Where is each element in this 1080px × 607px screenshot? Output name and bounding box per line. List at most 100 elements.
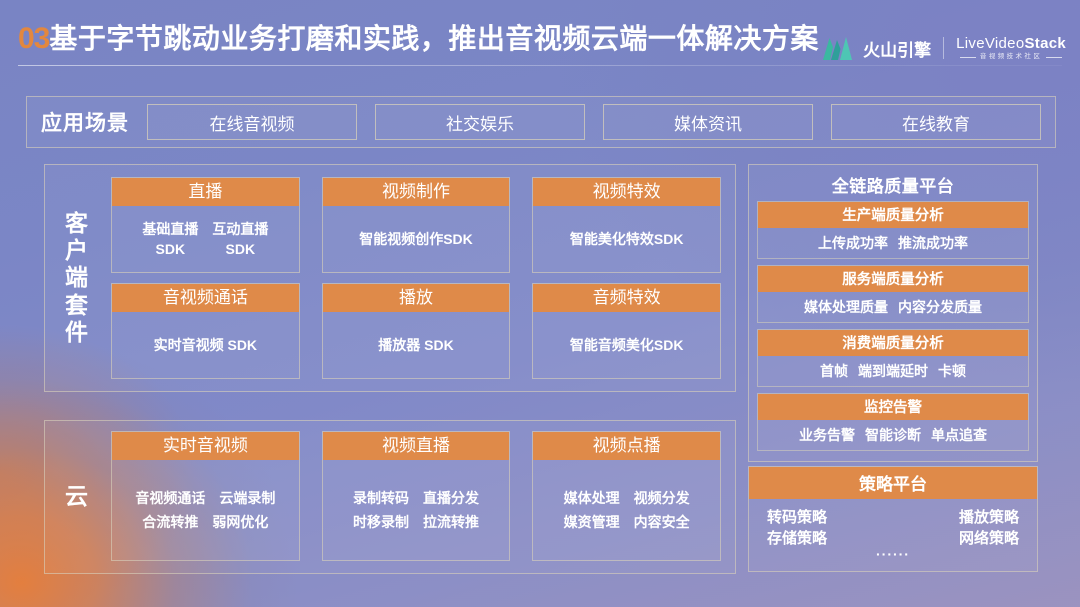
- partner-name-video: Video: [984, 34, 1025, 52]
- card-title: 视频点播: [533, 432, 720, 461]
- tag-push-success-rate: 推流成功率: [898, 235, 968, 251]
- tag-storage-strategy: 存储策略: [767, 530, 828, 547]
- tag-media-processing: 媒体处理: [563, 490, 620, 507]
- strategy-row-1: 转码策略 播放策略: [767, 506, 1019, 527]
- quality-platform-panel: 全链路质量平台 生产端质量分析 上传成功率 推流成功率 服务端质量分析 媒体处理…: [748, 164, 1038, 462]
- quality-platform-title: 全链路质量平台: [831, 177, 955, 196]
- tag-pair-interactive-live: 互动直播 SDK: [212, 219, 268, 260]
- card-video-production[interactable]: 视频制作 智能视频创作SDK: [321, 177, 511, 273]
- tag-rtc-sdk: 实时音视频 SDK: [153, 336, 258, 353]
- brand-divider: [943, 37, 945, 59]
- tag-player-sdk: 播放器 SDK: [378, 336, 454, 353]
- card-audio-effects[interactable]: 音频特效 智能音频美化SDK: [532, 283, 721, 379]
- block-body: 首帧 端到端延时 卡顿: [758, 356, 1028, 386]
- card-title: 视频特效: [533, 178, 720, 207]
- client-label-char-4: 件: [65, 318, 89, 345]
- quality-block-server[interactable]: 服务端质量分析 媒体处理质量 内容分发质量: [757, 265, 1029, 323]
- tag-e2e-latency: 端到端延时: [858, 363, 928, 379]
- tag-single-point-trace: 单点追查: [931, 427, 987, 443]
- card-realtime-av[interactable]: 实时音视频 音视频通话 云端录制 合流转推 弱网优化: [111, 431, 300, 561]
- client-suite-panel: 客 户 端 套 件 直播 基础直播 SDK 互动直播 SDK: [44, 164, 736, 392]
- card-body: 实时音视频 SDK: [112, 312, 299, 378]
- card-title: 音视频通话: [112, 284, 299, 313]
- card-body: 智能美化特效SDK: [533, 206, 720, 272]
- card-row-2: 媒资管理 内容安全: [564, 512, 690, 532]
- card-title: 直播: [112, 178, 299, 207]
- application-scenarios-panel: 应用场景 在线音视频 社交娱乐 媒体资讯 在线教育: [26, 96, 1056, 148]
- card-row-1: 媒体处理 视频分发: [564, 488, 690, 508]
- card-row-1: 音视频通话 云端录制: [135, 488, 275, 508]
- partner-rule-right: [1046, 56, 1063, 58]
- header-divider: [18, 65, 1062, 66]
- tag-media-asset: 媒资管理: [563, 513, 620, 530]
- tag-line-1: 基础直播: [142, 220, 199, 237]
- partner-subtitle: 音视频技术社区: [979, 52, 1043, 60]
- partner-name-stack: Stack: [1024, 34, 1066, 52]
- card-av-call[interactable]: 音视频通话 实时音视频 SDK: [111, 283, 300, 379]
- block-body: 媒体处理质量 内容分发质量: [758, 292, 1028, 322]
- cloud-label-char-0: 云: [65, 483, 89, 510]
- block-body: 上传成功率 推流成功率: [758, 228, 1028, 258]
- card-body: 基础直播 SDK 互动直播 SDK: [112, 206, 299, 272]
- quality-block-production[interactable]: 生产端质量分析 上传成功率 推流成功率: [757, 201, 1029, 259]
- tag-merge-push: 合流转推: [142, 513, 199, 530]
- client-suite-label: 客 户 端 套 件: [45, 165, 109, 391]
- strategy-platform-body: 转码策略 播放策略 存储策略 网络策略 ······: [749, 499, 1037, 571]
- card-body: 智能音频美化SDK: [533, 312, 720, 378]
- tag-line-2: SDK: [225, 241, 256, 258]
- tag-network-strategy: 网络策略: [958, 530, 1019, 547]
- card-playback[interactable]: 播放 播放器 SDK: [321, 283, 511, 379]
- scenario-chip-education[interactable]: 在线教育: [831, 104, 1041, 140]
- scenario-chip-social[interactable]: 社交娱乐: [375, 104, 585, 140]
- scenarios-label: 应用场景: [41, 112, 129, 135]
- tag-audio-beauty-sdk: 智能音频美化SDK: [569, 336, 684, 353]
- client-suite-grid: 直播 基础直播 SDK 互动直播 SDK 视频制作: [109, 165, 735, 391]
- scenario-chip-online-av[interactable]: 在线音视频: [147, 104, 357, 140]
- tag-line-1: 互动直播: [212, 220, 269, 237]
- card-row-1: 录制转码 直播分发: [353, 488, 479, 508]
- brand-lockup: 火山引擎 LiveVideoStack 音视频技术社区: [821, 32, 1066, 64]
- cloud-panel: 云 实时音视频 音视频通话 云端录制 合流转推 弱网优化 视频直播: [44, 420, 736, 574]
- scenario-chip-media[interactable]: 媒体资讯: [603, 104, 813, 140]
- partner-subtitle-wrap: 音视频技术社区: [959, 52, 1063, 61]
- tag-media-processing-quality: 媒体处理质量: [804, 299, 888, 315]
- card-title: 视频直播: [322, 432, 510, 461]
- card-row-2: 时移录制 拉流转推: [353, 512, 479, 532]
- card-title: 实时音视频: [112, 432, 299, 461]
- section-number: 03: [18, 22, 50, 55]
- card-video-vod[interactable]: 视频点播 媒体处理 视频分发 媒资管理 内容安全: [532, 431, 721, 561]
- tag-av-call: 音视频通话: [135, 490, 206, 507]
- strategy-ellipsis: ······: [876, 546, 910, 562]
- card-live-streaming[interactable]: 直播 基础直播 SDK 互动直播 SDK: [111, 177, 300, 273]
- brand-name: 火山引擎: [863, 40, 932, 60]
- card-video-effects[interactable]: 视频特效 智能美化特效SDK: [532, 177, 721, 273]
- tag-beauty-effects-sdk: 智能美化特效SDK: [569, 230, 684, 247]
- tag-smart-video-sdk: 智能视频创作SDK: [359, 230, 473, 247]
- strategy-platform-panel[interactable]: 策略平台 转码策略 播放策略 存储策略 网络策略 ······: [748, 466, 1038, 572]
- volcano-mountain-icon: [823, 37, 853, 60]
- block-title: 监控告警: [758, 394, 1028, 420]
- client-label-char-3: 套: [65, 291, 89, 318]
- tag-transcode-strategy: 转码策略: [767, 509, 828, 526]
- partner-logo: LiveVideoStack 音视频技术社区: [956, 36, 1066, 61]
- cloud-label: 云: [45, 421, 109, 573]
- tag-live-distribution: 直播分发: [422, 490, 479, 507]
- card-body: 音视频通话 云端录制 合流转推 弱网优化: [112, 460, 299, 560]
- card-row-2: 合流转推 弱网优化: [142, 512, 268, 532]
- tag-record-transcode: 录制转码: [352, 490, 409, 507]
- tag-business-alert: 业务告警: [799, 427, 855, 443]
- card-body: 媒体处理 视频分发 媒资管理 内容安全: [533, 460, 720, 560]
- strategy-row-2: 存储策略 网络策略: [767, 527, 1019, 548]
- tag-smart-diagnosis: 智能诊断: [865, 427, 921, 443]
- tag-weak-network: 弱网优化: [212, 513, 269, 530]
- strategy-platform-title: 策略平台: [749, 467, 1037, 499]
- card-video-live[interactable]: 视频直播 录制转码 直播分发 时移录制 拉流转推: [321, 431, 511, 561]
- tag-stutter: 卡顿: [938, 363, 966, 379]
- card-title: 播放: [322, 284, 510, 313]
- page-title: 03 基于字节跳动业务打磨和实践，推出音视频云端一体解决方案: [18, 17, 819, 57]
- card-tag-pairs: 基础直播 SDK 互动直播 SDK: [142, 219, 268, 260]
- quality-block-monitoring[interactable]: 监控告警 业务告警 智能诊断 单点追查: [757, 393, 1029, 451]
- title-text: 基于字节跳动业务打磨和实践，推出音视频云端一体解决方案: [49, 23, 819, 54]
- quality-block-consumer[interactable]: 消费端质量分析 首帧 端到端延时 卡顿: [757, 329, 1029, 387]
- tag-content-security: 内容安全: [633, 513, 690, 530]
